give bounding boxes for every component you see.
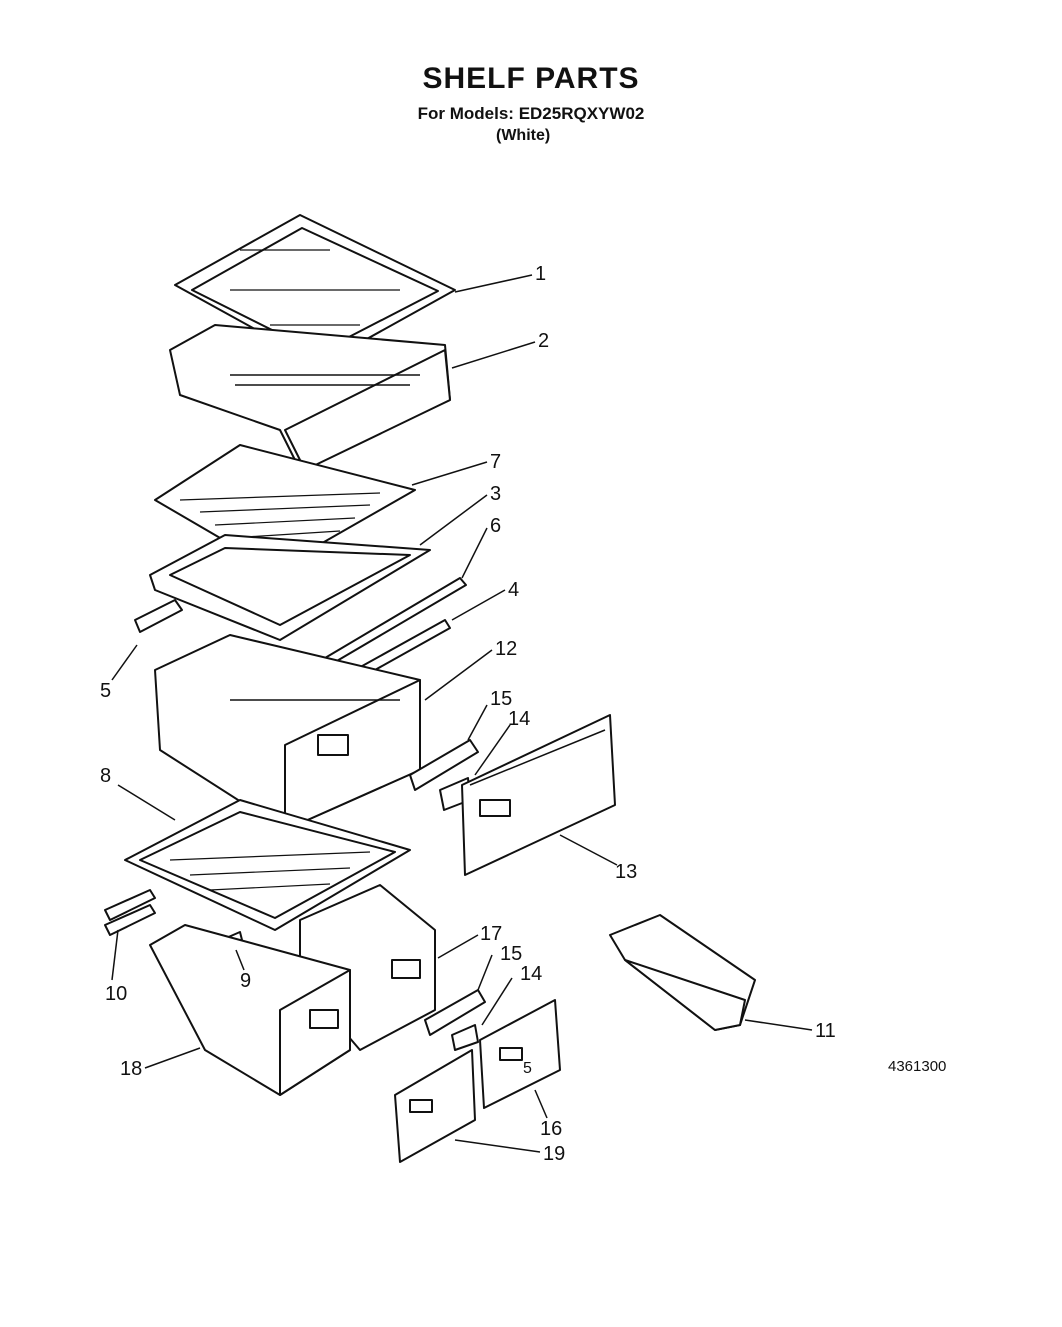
part-15-lower [424, 989, 486, 1036]
callout-3: 3 [490, 483, 501, 505]
part-19-drawer-front [394, 1049, 476, 1163]
callout-18: 18 [120, 1058, 142, 1080]
page-number: 5 [523, 1060, 532, 1077]
callout-19: 19 [543, 1143, 565, 1165]
part-10-rails [104, 889, 156, 936]
callout-10: 10 [105, 983, 127, 1005]
part-18-drawer [149, 924, 351, 1096]
callout-14-lower: 14 [520, 963, 542, 985]
part-11-door-bin [609, 914, 756, 1031]
callout-labels: 1 2 7 3 6 4 5 12 15 14 8 13 17 15 14 10 … [100, 263, 836, 1165]
color-note: (White) [496, 127, 551, 144]
callout-2: 2 [538, 330, 549, 352]
callout-13: 13 [615, 861, 637, 883]
callout-1: 1 [535, 263, 546, 285]
part-16-drawer-front [479, 999, 561, 1109]
part-3-shelf-frame [149, 534, 431, 641]
page-title: SHELF PARTS [422, 62, 640, 95]
callout-11: 11 [815, 1020, 836, 1042]
part-8-shelf [124, 799, 411, 931]
callout-16: 16 [540, 1118, 562, 1140]
callout-17: 17 [480, 923, 502, 945]
callout-6: 6 [490, 515, 501, 537]
leader-lines [111, 274, 813, 1153]
part-2-tray [169, 324, 451, 471]
models-line: For Models: ED25RQXYW02 [417, 104, 645, 123]
callout-14-upper: 14 [508, 708, 530, 730]
callout-7: 7 [490, 451, 501, 473]
callout-5: 5 [100, 680, 111, 702]
callout-9: 9 [240, 970, 251, 992]
callout-15-lower: 15 [500, 943, 522, 965]
callout-12: 12 [495, 638, 517, 660]
callout-4: 4 [508, 579, 519, 601]
callout-15-upper: 15 [490, 688, 512, 710]
part-5-rail [134, 599, 183, 633]
part-13-drawer-front [461, 714, 616, 876]
document-number: 4361300 [888, 1058, 947, 1075]
callout-8: 8 [100, 765, 111, 787]
part-15-upper [409, 739, 479, 791]
part-14-lower [451, 1024, 479, 1051]
